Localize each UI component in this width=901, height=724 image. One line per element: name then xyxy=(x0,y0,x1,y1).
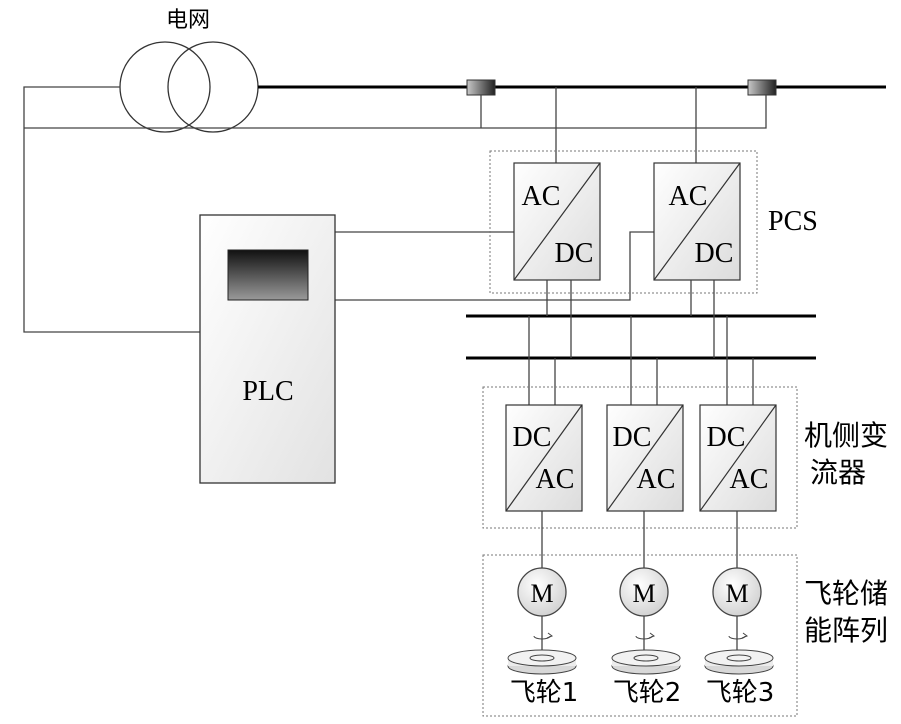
plc-unit xyxy=(199,214,336,484)
breaker-1 xyxy=(466,79,496,96)
grid-transformer xyxy=(119,41,259,133)
converter-group-border xyxy=(482,386,798,529)
converter-1 xyxy=(505,404,583,512)
pcs-label: PCS xyxy=(768,206,818,237)
pcs-unit-2-top: AC xyxy=(669,181,708,212)
converter-3-top: DC xyxy=(707,422,746,453)
converter-label-line1: 机侧变 xyxy=(804,419,888,452)
plc-label: PLC xyxy=(242,376,293,407)
flywheel-label-line1: 飞轮储 xyxy=(804,577,888,610)
pcs-group-border xyxy=(489,150,758,294)
pcs-bus-wiring xyxy=(546,280,715,358)
flywheel-2 xyxy=(611,616,681,675)
converter-2-top: DC xyxy=(613,422,652,453)
converter-bus-wiring xyxy=(528,316,754,405)
converter-1-bottom: AC xyxy=(536,464,575,495)
grid-label: 电网 xyxy=(166,8,210,33)
pcs-unit-1-bottom: DC xyxy=(555,238,594,269)
flywheel-label-line2: 能阵列 xyxy=(804,614,888,647)
converter-3 xyxy=(699,404,777,512)
motor-3-label: M xyxy=(725,579,748,608)
converter-2-bottom: AC xyxy=(637,464,676,495)
flywheel-3 xyxy=(704,616,774,675)
motor-wiring xyxy=(541,511,738,568)
pcs-unit-2 xyxy=(653,162,741,281)
converter-label-line2: 流器 xyxy=(810,456,866,489)
flywheel-group-border xyxy=(482,554,798,717)
breaker-2 xyxy=(747,79,777,96)
pcs-unit-2-bottom: DC xyxy=(695,238,734,269)
pcs-unit-1 xyxy=(513,162,601,281)
converter-1-top: DC xyxy=(513,422,552,453)
control-wiring xyxy=(23,86,767,333)
motor-2-label: M xyxy=(632,579,655,608)
converter-3-bottom: AC xyxy=(730,464,769,495)
flywheel-1 xyxy=(507,616,577,675)
plc-screen xyxy=(227,249,309,301)
pcs-unit-1-top: AC xyxy=(522,181,561,212)
motor-1-label: M xyxy=(530,579,553,608)
flywheel-3-label: 飞轮3 xyxy=(706,678,775,708)
flywheel-2-label: 飞轮2 xyxy=(613,678,682,708)
converter-2 xyxy=(606,404,684,512)
flywheel-1-label: 飞轮1 xyxy=(510,678,579,708)
